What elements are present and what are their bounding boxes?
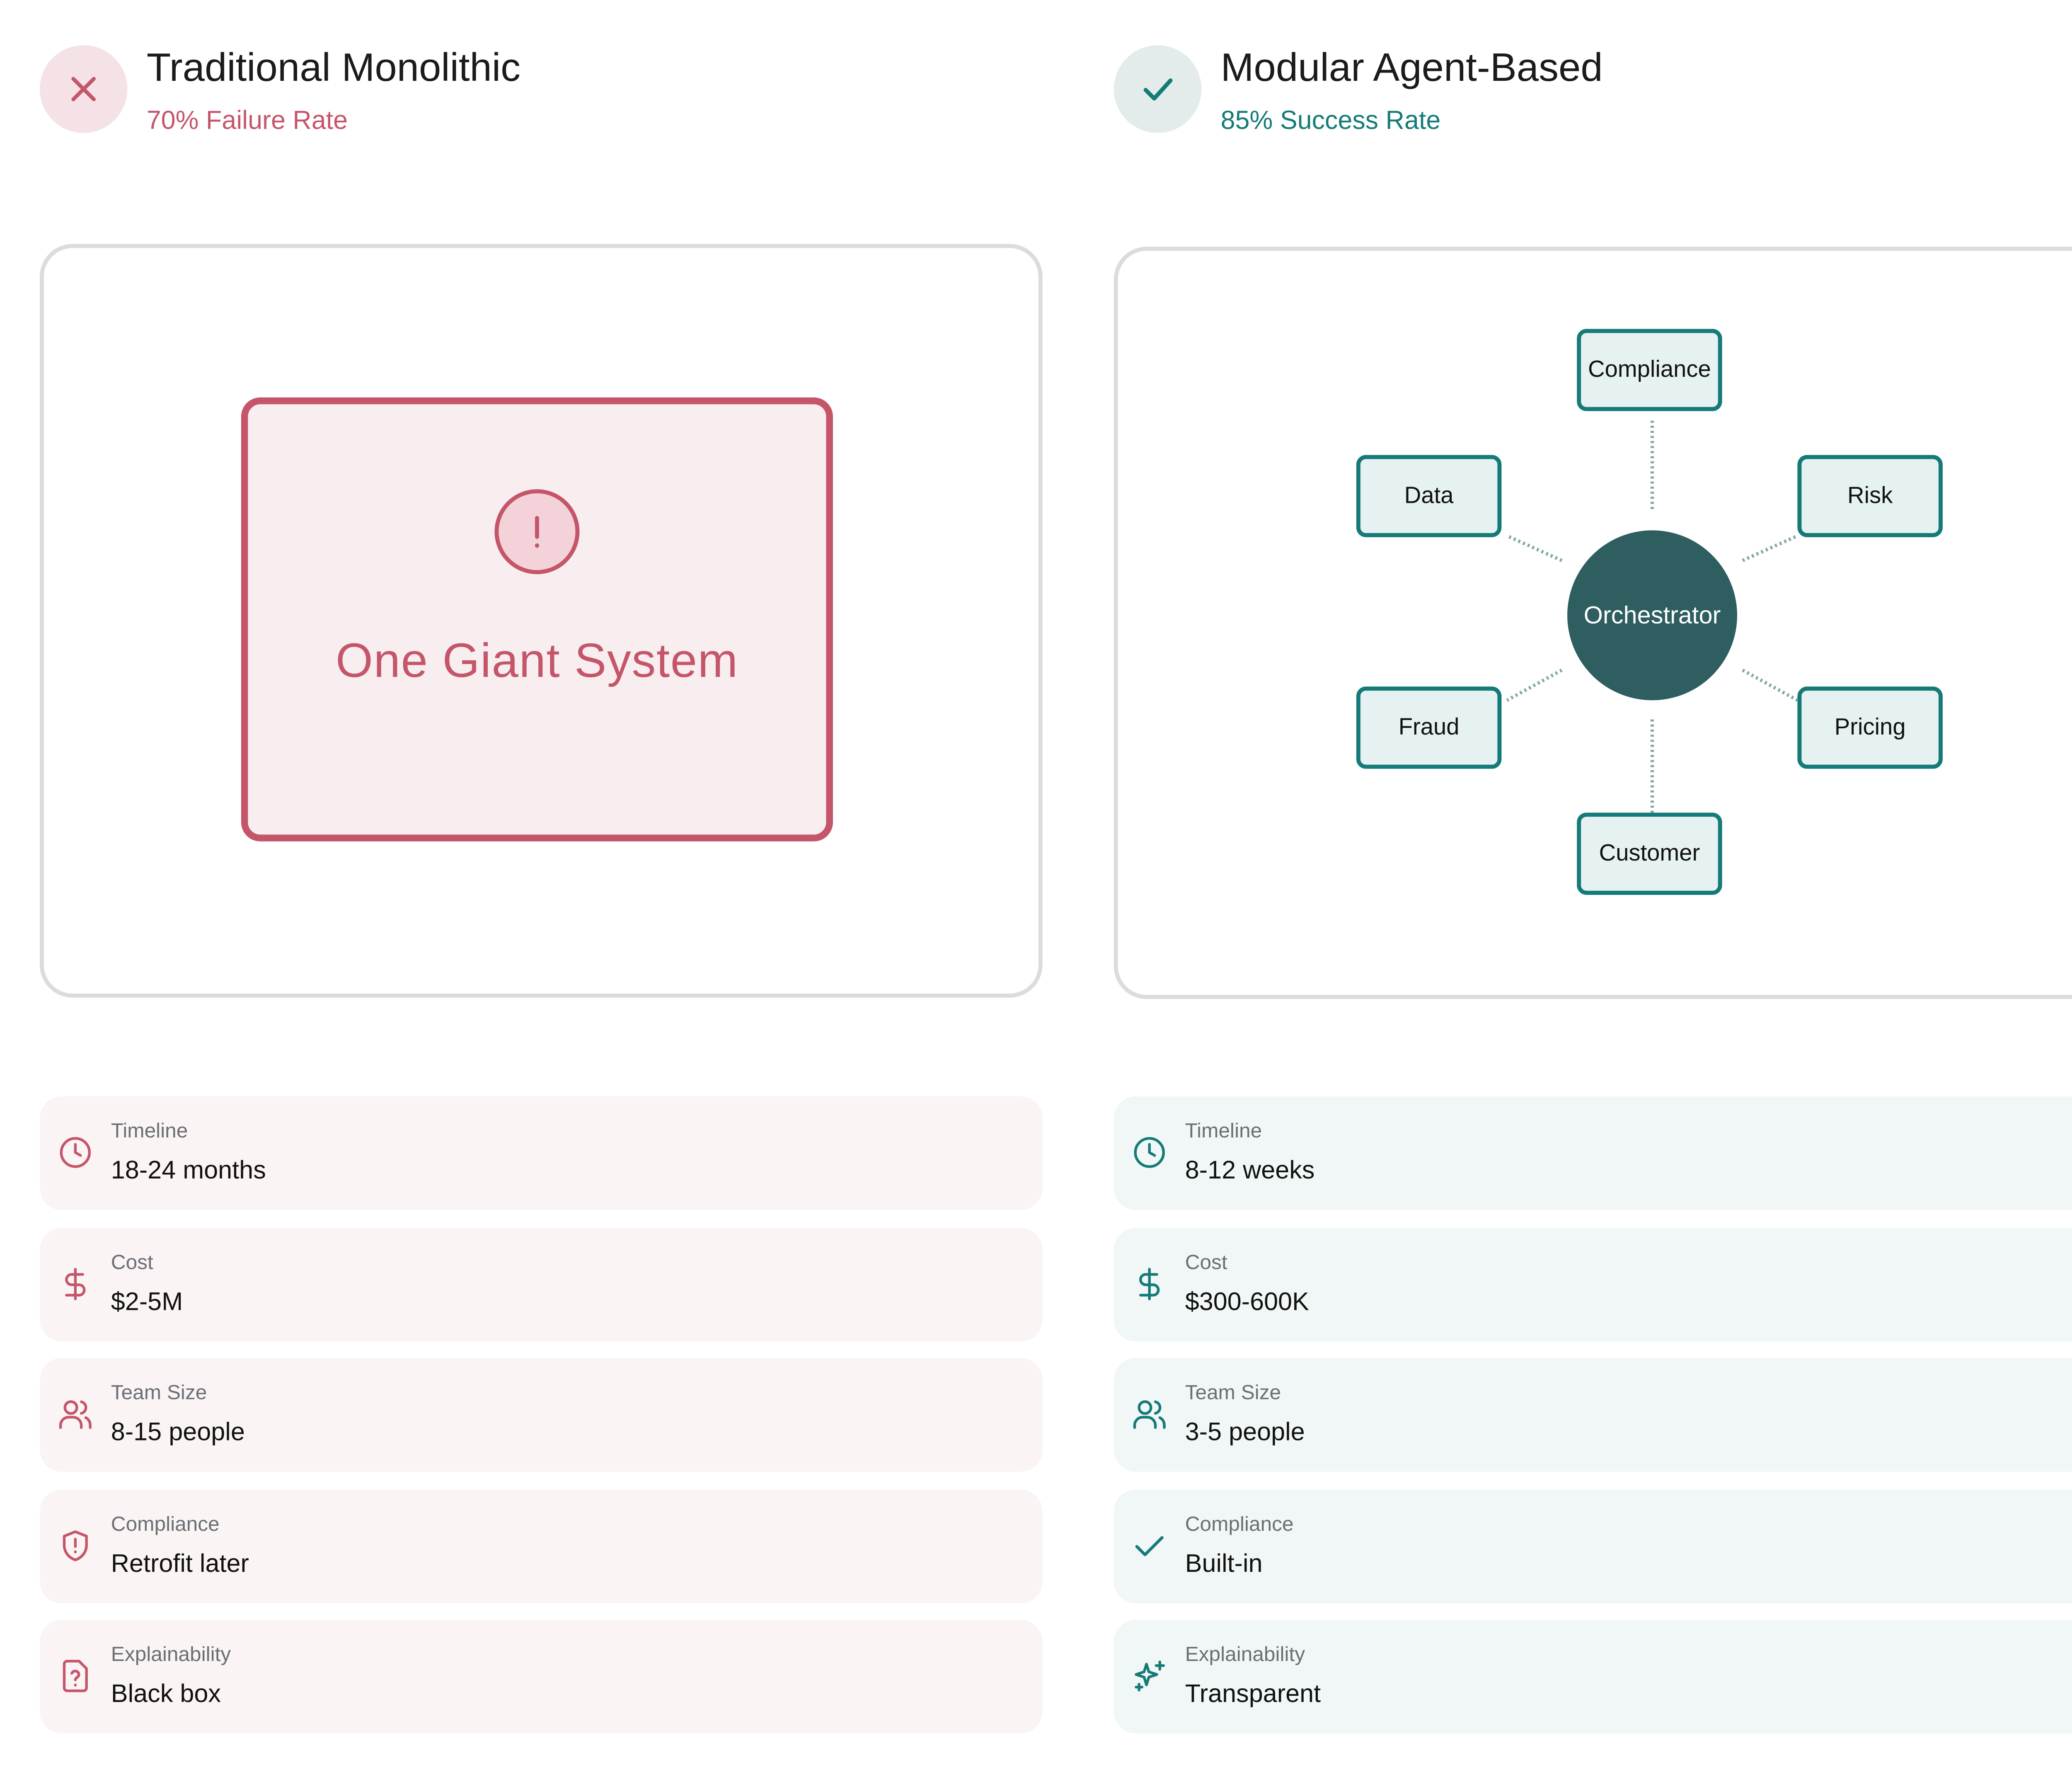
metric-row-compliance: Compliance Built-in	[1113, 1489, 2072, 1604]
clock-icon	[58, 1135, 93, 1170]
connector-risk	[1742, 534, 1798, 562]
metric-row-cost: Cost $2-5M	[39, 1228, 1043, 1342]
dollar-icon	[58, 1266, 93, 1302]
alert-icon	[494, 489, 580, 575]
metric-label: Compliance	[111, 1513, 220, 1537]
connector-lines	[1506, 420, 1798, 813]
users-icon	[58, 1396, 93, 1432]
dollar-icon	[1132, 1266, 1167, 1302]
metric-row-team-size: Team Size 8-15 people	[39, 1358, 1043, 1472]
check-icon	[1132, 1528, 1167, 1564]
metric-value: 8-12 weeks	[1185, 1155, 1315, 1184]
metric-label: Cost	[111, 1251, 153, 1275]
metric-row-explainability: Explainability Transparent	[1113, 1620, 2072, 1734]
traditional-subtitle: 70% Failure Rate	[146, 107, 348, 136]
node-pricing: Pricing	[1797, 686, 1943, 769]
node-data: Data	[1356, 455, 1502, 537]
traditional-diagram-panel: One Giant System	[39, 244, 1043, 998]
modular-badge	[1113, 45, 1202, 133]
node-fraud: Fraud	[1356, 686, 1502, 769]
metric-row-team-size: Team Size 3-5 people	[1113, 1358, 2072, 1472]
metric-value: 3-5 people	[1185, 1417, 1305, 1446]
node-risk: Risk	[1797, 455, 1943, 537]
connector-data	[1506, 534, 1563, 562]
agent-diagram: Orchestrator Compliance Risk Pricing Cus…	[1118, 251, 2072, 995]
modular-header: Modular Agent-Based 85% Success Rate	[1113, 45, 2072, 136]
metric-row-timeline: Timeline 8-12 weeks	[1113, 1096, 2072, 1210]
check-icon	[1143, 78, 1173, 101]
metric-row-cost: Cost $300-600K	[1113, 1228, 2072, 1342]
metric-label: Explainability	[1185, 1643, 1305, 1667]
metric-value: Retrofit later	[111, 1548, 249, 1578]
metric-value: 18-24 months	[111, 1155, 266, 1184]
traditional-title: Traditional Monolithic	[146, 46, 521, 91]
modular-title: Modular Agent-Based	[1220, 46, 1603, 91]
connector-pricing	[1742, 669, 1798, 702]
metric-value: $300-600K	[1185, 1287, 1309, 1316]
metric-label: Team Size	[1185, 1381, 1281, 1405]
metric-label: Timeline	[1185, 1120, 1262, 1143]
metric-row-compliance: Compliance Retrofit later	[39, 1489, 1043, 1604]
orchestrator-hub: Orchestrator	[1567, 530, 1738, 701]
node-compliance: Compliance	[1577, 329, 1722, 411]
metric-value: Transparent	[1185, 1678, 1321, 1708]
node-customer: Customer	[1577, 812, 1722, 895]
shield-alert-icon	[58, 1528, 93, 1564]
metric-row-timeline: Timeline 18-24 months	[39, 1096, 1043, 1210]
metric-value: $2-5M	[111, 1287, 183, 1316]
modular-subtitle: 85% Success Rate	[1220, 107, 1441, 136]
giant-system-label: One Giant System	[336, 634, 738, 688]
giant-system-box: One Giant System	[241, 397, 833, 841]
metric-value: 8-15 people	[111, 1417, 245, 1446]
connector-fraud	[1506, 669, 1563, 702]
file-question-icon	[58, 1658, 93, 1694]
sparkles-icon	[1132, 1658, 1167, 1694]
metric-label: Cost	[1185, 1251, 1227, 1275]
metric-label: Timeline	[111, 1120, 188, 1143]
metric-label: Explainability	[111, 1643, 231, 1667]
metric-label: Team Size	[111, 1381, 207, 1405]
metric-value: Black box	[111, 1678, 221, 1708]
modular-diagram-panel: Orchestrator Compliance Risk Pricing Cus…	[1113, 247, 2072, 999]
x-icon	[71, 77, 96, 102]
metric-row-explainability: Explainability Black box	[39, 1620, 1043, 1734]
traditional-badge	[39, 45, 128, 133]
clock-icon	[1132, 1135, 1167, 1170]
metric-label: Compliance	[1185, 1513, 1294, 1537]
users-icon	[1132, 1396, 1167, 1432]
metric-value: Built-in	[1185, 1548, 1263, 1578]
traditional-header: Traditional Monolithic 70% Failure Rate	[39, 45, 1043, 136]
